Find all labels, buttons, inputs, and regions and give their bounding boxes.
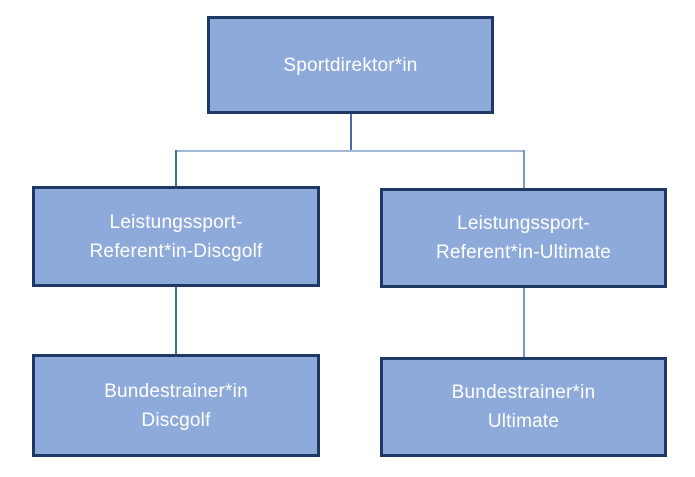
org-node-referent-discgolf: Leistungssport- Referent*in-Discgolf: [32, 186, 320, 287]
org-node-label-line2: Discgolf: [141, 409, 211, 431]
org-node-label-line2: Referent*in-Ultimate: [435, 242, 612, 263]
org-node-trainer-discgolf: Bundestrainer*in Discgolf: [32, 354, 320, 457]
org-node-trainer-ultimate: Bundestrainer*in Ultimate: [380, 357, 667, 457]
org-node-label-line2: Ultimate: [487, 411, 560, 432]
org-node-label-line1: Leistungssport-: [109, 211, 243, 233]
connector-right-stub: [523, 150, 525, 189]
org-node-referent-ultimate: Leistungssport- Referent*in-Ultimate: [380, 188, 667, 288]
org-node-sportdirektor: Sportdirektor*in: [207, 16, 494, 114]
connector-top-drop: [350, 114, 352, 151]
org-node-label-line1: Leistungssport-: [457, 213, 590, 234]
org-node-label-line2: Referent*in-Discgolf: [89, 240, 263, 262]
connector-right-drop: [523, 287, 525, 358]
org-node-label: Sportdirektor*in: [283, 54, 418, 76]
connector-left-drop: [175, 286, 177, 355]
connector-left-stub: [175, 150, 177, 187]
org-node-label-line1: Bundestrainer*in: [451, 382, 596, 403]
org-node-label-line1: Bundestrainer*in: [104, 380, 248, 402]
connector-horizontal-rail: [175, 150, 524, 152]
